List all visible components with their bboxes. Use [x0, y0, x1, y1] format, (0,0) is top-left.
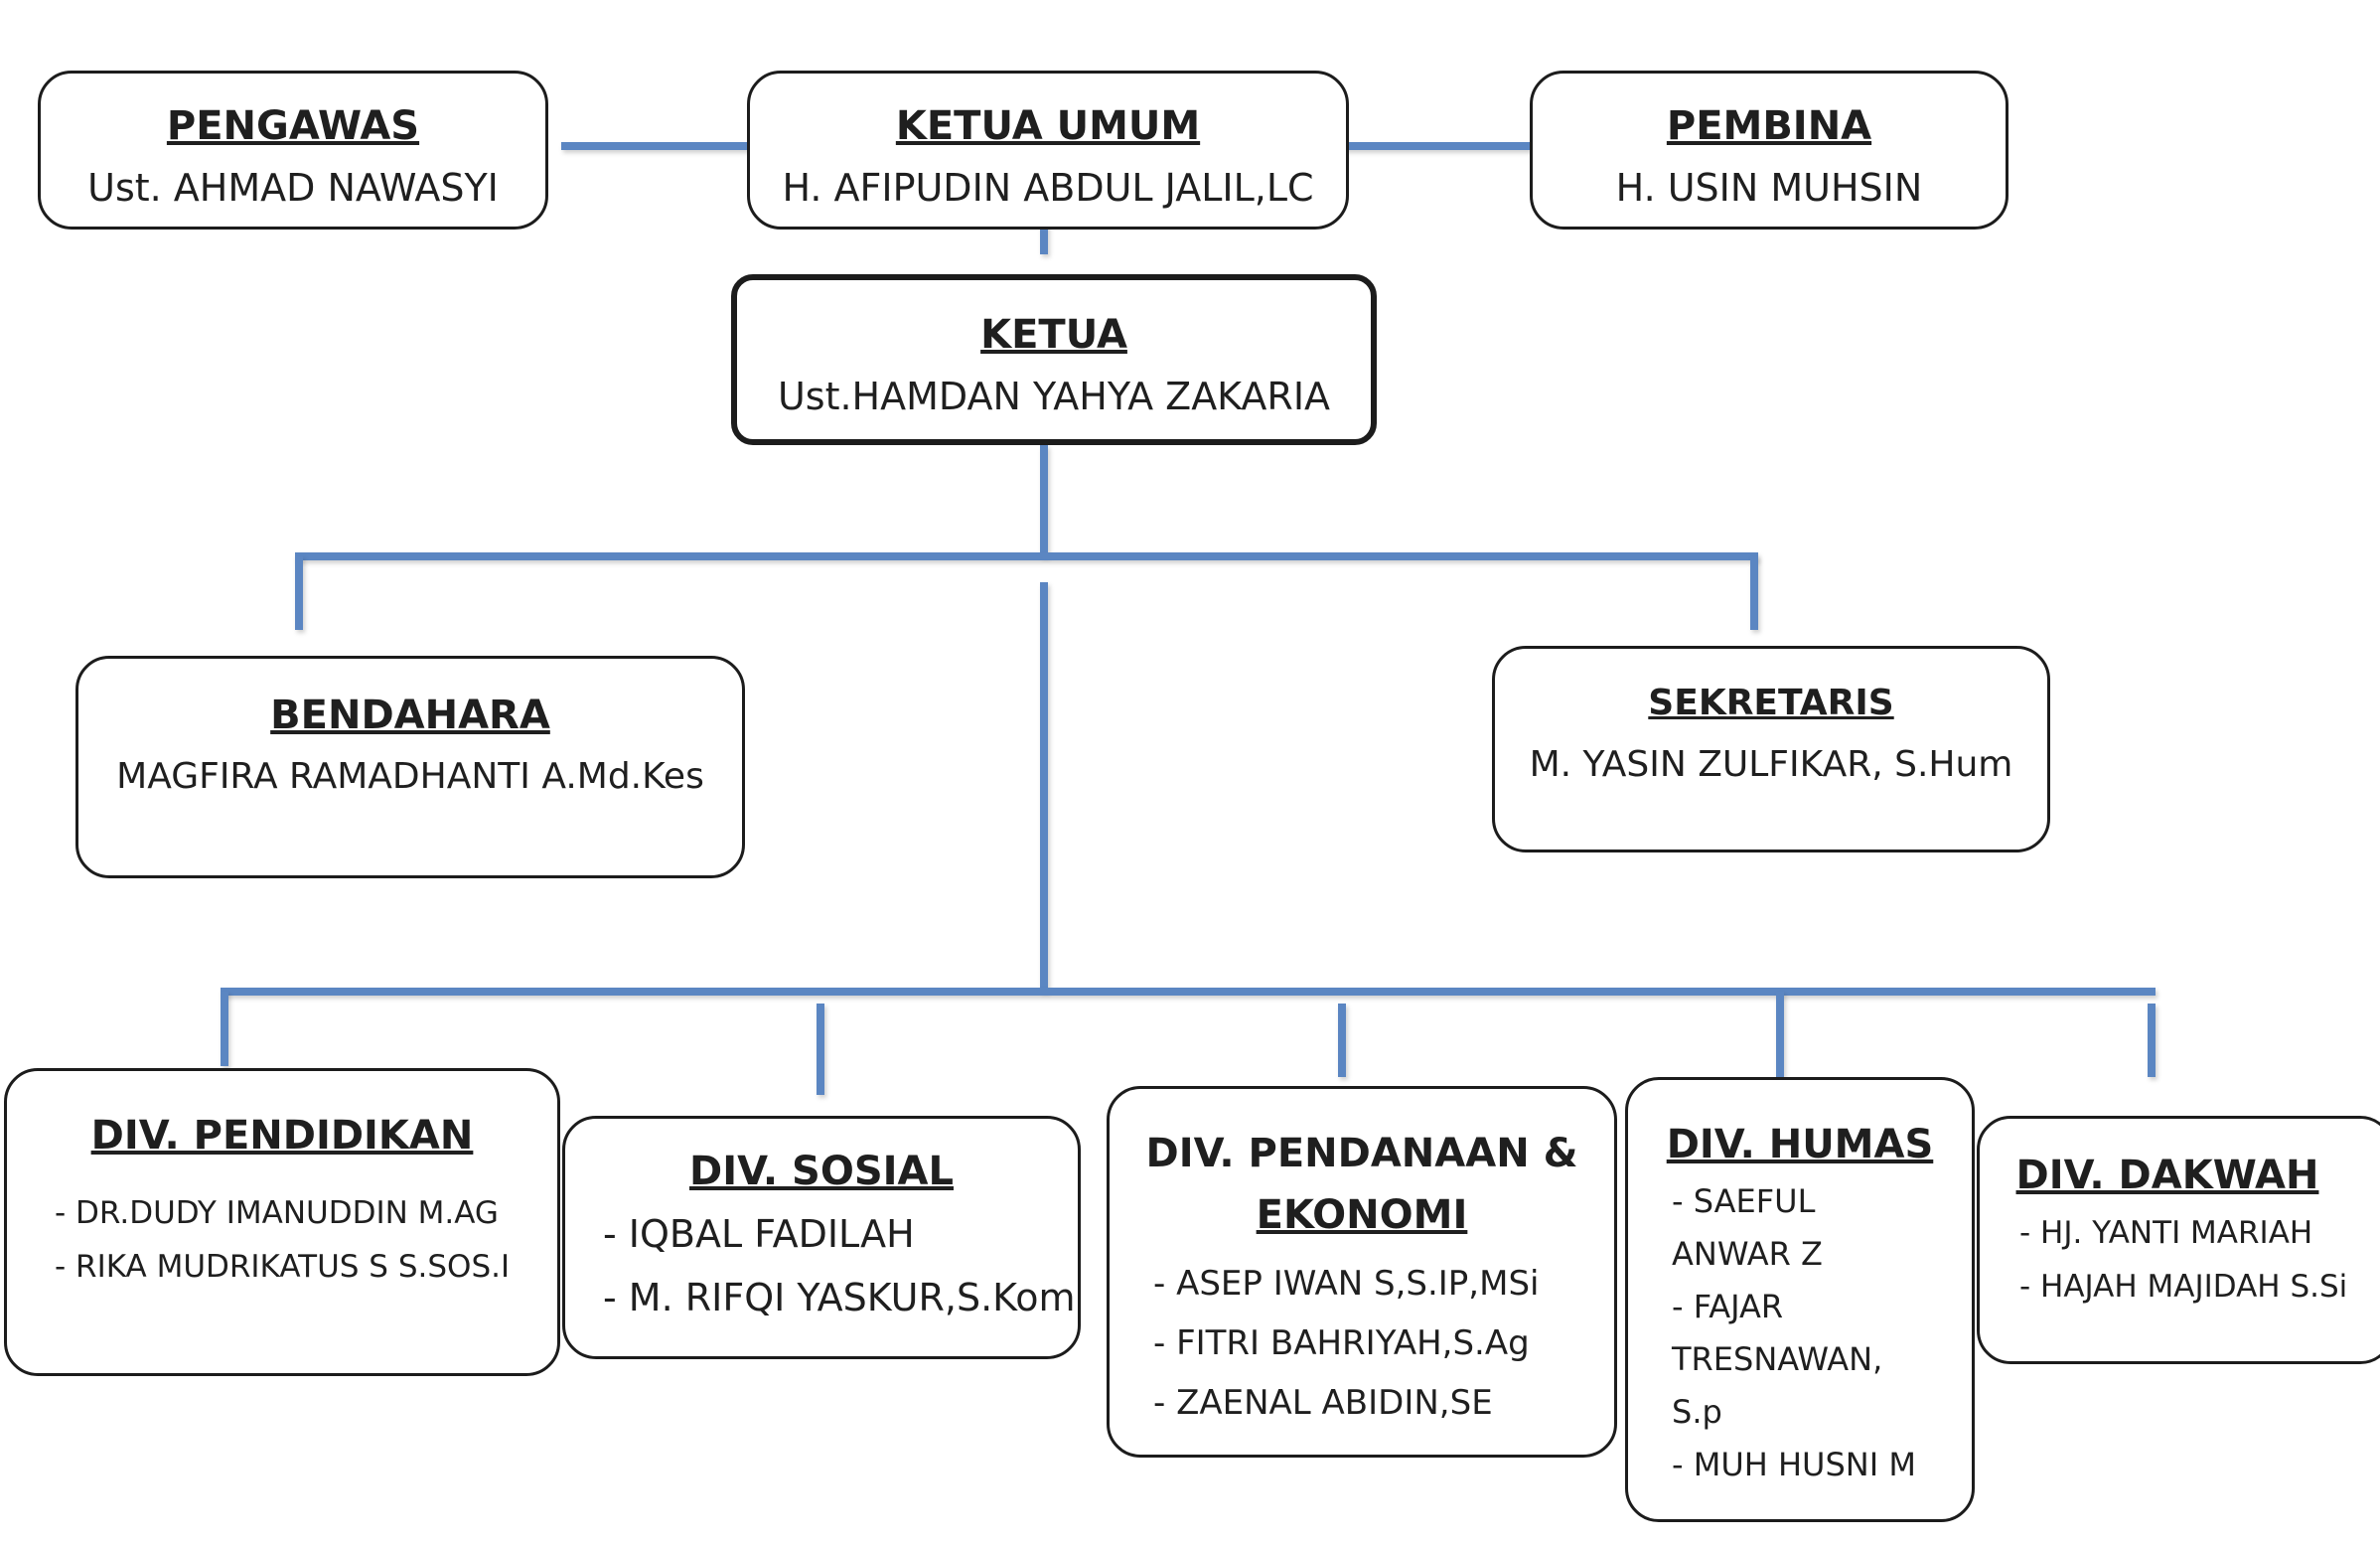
div-humas-title: DIV. HUMAS	[1666, 1122, 1934, 1167]
div-sosial-title: DIV. SOSIAL	[689, 1149, 954, 1194]
div-pendanaan-member: - ASEP IWAN S,S.IP,MSi	[1153, 1264, 1540, 1304]
div-sosial-box: DIV. SOSIAL - IQBAL FADILAH - M. RIFQI Y…	[562, 1116, 1081, 1359]
div-humas-member: - FAJAR TRESNAWAN, S.p	[1672, 1288, 1883, 1431]
pembina-title: PEMBINA	[1666, 103, 1872, 149]
pengawas-box: PENGAWAS Ust. AHMAD NAWASYI	[38, 71, 548, 230]
div-pendanaan-title-line1: DIV. PENDANAAN &	[1145, 1131, 1578, 1176]
div-dakwah-box: DIV. DAKWAH - HJ. YANTI MARIAH - HAJAH M…	[1977, 1116, 2380, 1364]
div-sosial-member: - IQBAL FADILAH	[603, 1212, 915, 1256]
pengawas-title: PENGAWAS	[166, 103, 420, 149]
div-pendidikan-member: - DR.DUDY IMANUDDIN M.AG	[55, 1195, 499, 1231]
div-dakwah-title: DIV. DAKWAH	[2015, 1153, 2319, 1198]
div-pendidikan-box: DIV. PENDIDIKAN - DR.DUDY IMANUDDIN M.AG…	[4, 1068, 560, 1376]
ketua-name: Ust.HAMDAN YAHYA ZAKARIA	[777, 375, 1331, 418]
pembina-name: H. USIN MUHSIN	[1615, 166, 1923, 210]
sekretaris-box: SEKRETARIS M. YASIN ZULFIKAR, S.Hum	[1492, 646, 2050, 852]
sekretaris-title: SEKRETARIS	[1648, 683, 1894, 723]
div-pendanaan-title-line2: EKONOMI	[1256, 1192, 1468, 1238]
bendahara-box: BENDAHARA MAGFIRA RAMADHANTI A.Md.Kes	[75, 656, 745, 878]
ketua-box: KETUA Ust.HAMDAN YAHYA ZAKARIA	[731, 274, 1377, 445]
pengawas-name: Ust. AHMAD NAWASYI	[87, 166, 499, 210]
sekretaris-name: M. YASIN ZULFIKAR, S.Hum	[1529, 744, 2013, 785]
div-pendanaan-member: - FITRI BAHRIYAH,S.Ag	[1153, 1323, 1530, 1363]
ketua-umum-title: KETUA UMUM	[895, 103, 1201, 149]
div-pendidikan-member: - RIKA MUDRIKATUS S S.SOS.I	[55, 1249, 511, 1285]
div-humas-member: - SAEFUL ANWAR Z	[1672, 1182, 1823, 1273]
div-pendanaan-member: - ZAENAL ABIDIN,SE	[1153, 1383, 1493, 1423]
div-pendidikan-title: DIV. PENDIDIKAN	[90, 1113, 474, 1159]
ketua-umum-name: H. AFIPUDIN ABDUL JALIL,LC	[782, 166, 1314, 210]
div-dakwah-member: - HJ. YANTI MARIAH	[2019, 1215, 2313, 1251]
bendahara-title: BENDAHARA	[270, 693, 550, 738]
div-sosial-member: - M. RIFQI YASKUR,S.Kom	[603, 1276, 1076, 1319]
div-dakwah-member: - HAJAH MAJIDAH S.Si	[2019, 1269, 2348, 1305]
pembina-box: PEMBINA H. USIN MUHSIN	[1530, 71, 2008, 230]
div-humas-box: DIV. HUMAS - SAEFUL ANWAR Z - FAJAR TRES…	[1625, 1077, 1975, 1522]
div-pendanaan-box: DIV. PENDANAAN & EKONOMI - ASEP IWAN S,S…	[1107, 1086, 1617, 1458]
ketua-title: KETUA	[980, 312, 1127, 358]
ketua-umum-box: KETUA UMUM H. AFIPUDIN ABDUL JALIL,LC	[747, 71, 1349, 230]
div-humas-member: - MUH HUSNI M	[1672, 1446, 1916, 1483]
bendahara-name: MAGFIRA RAMADHANTI A.Md.Kes	[116, 756, 704, 797]
